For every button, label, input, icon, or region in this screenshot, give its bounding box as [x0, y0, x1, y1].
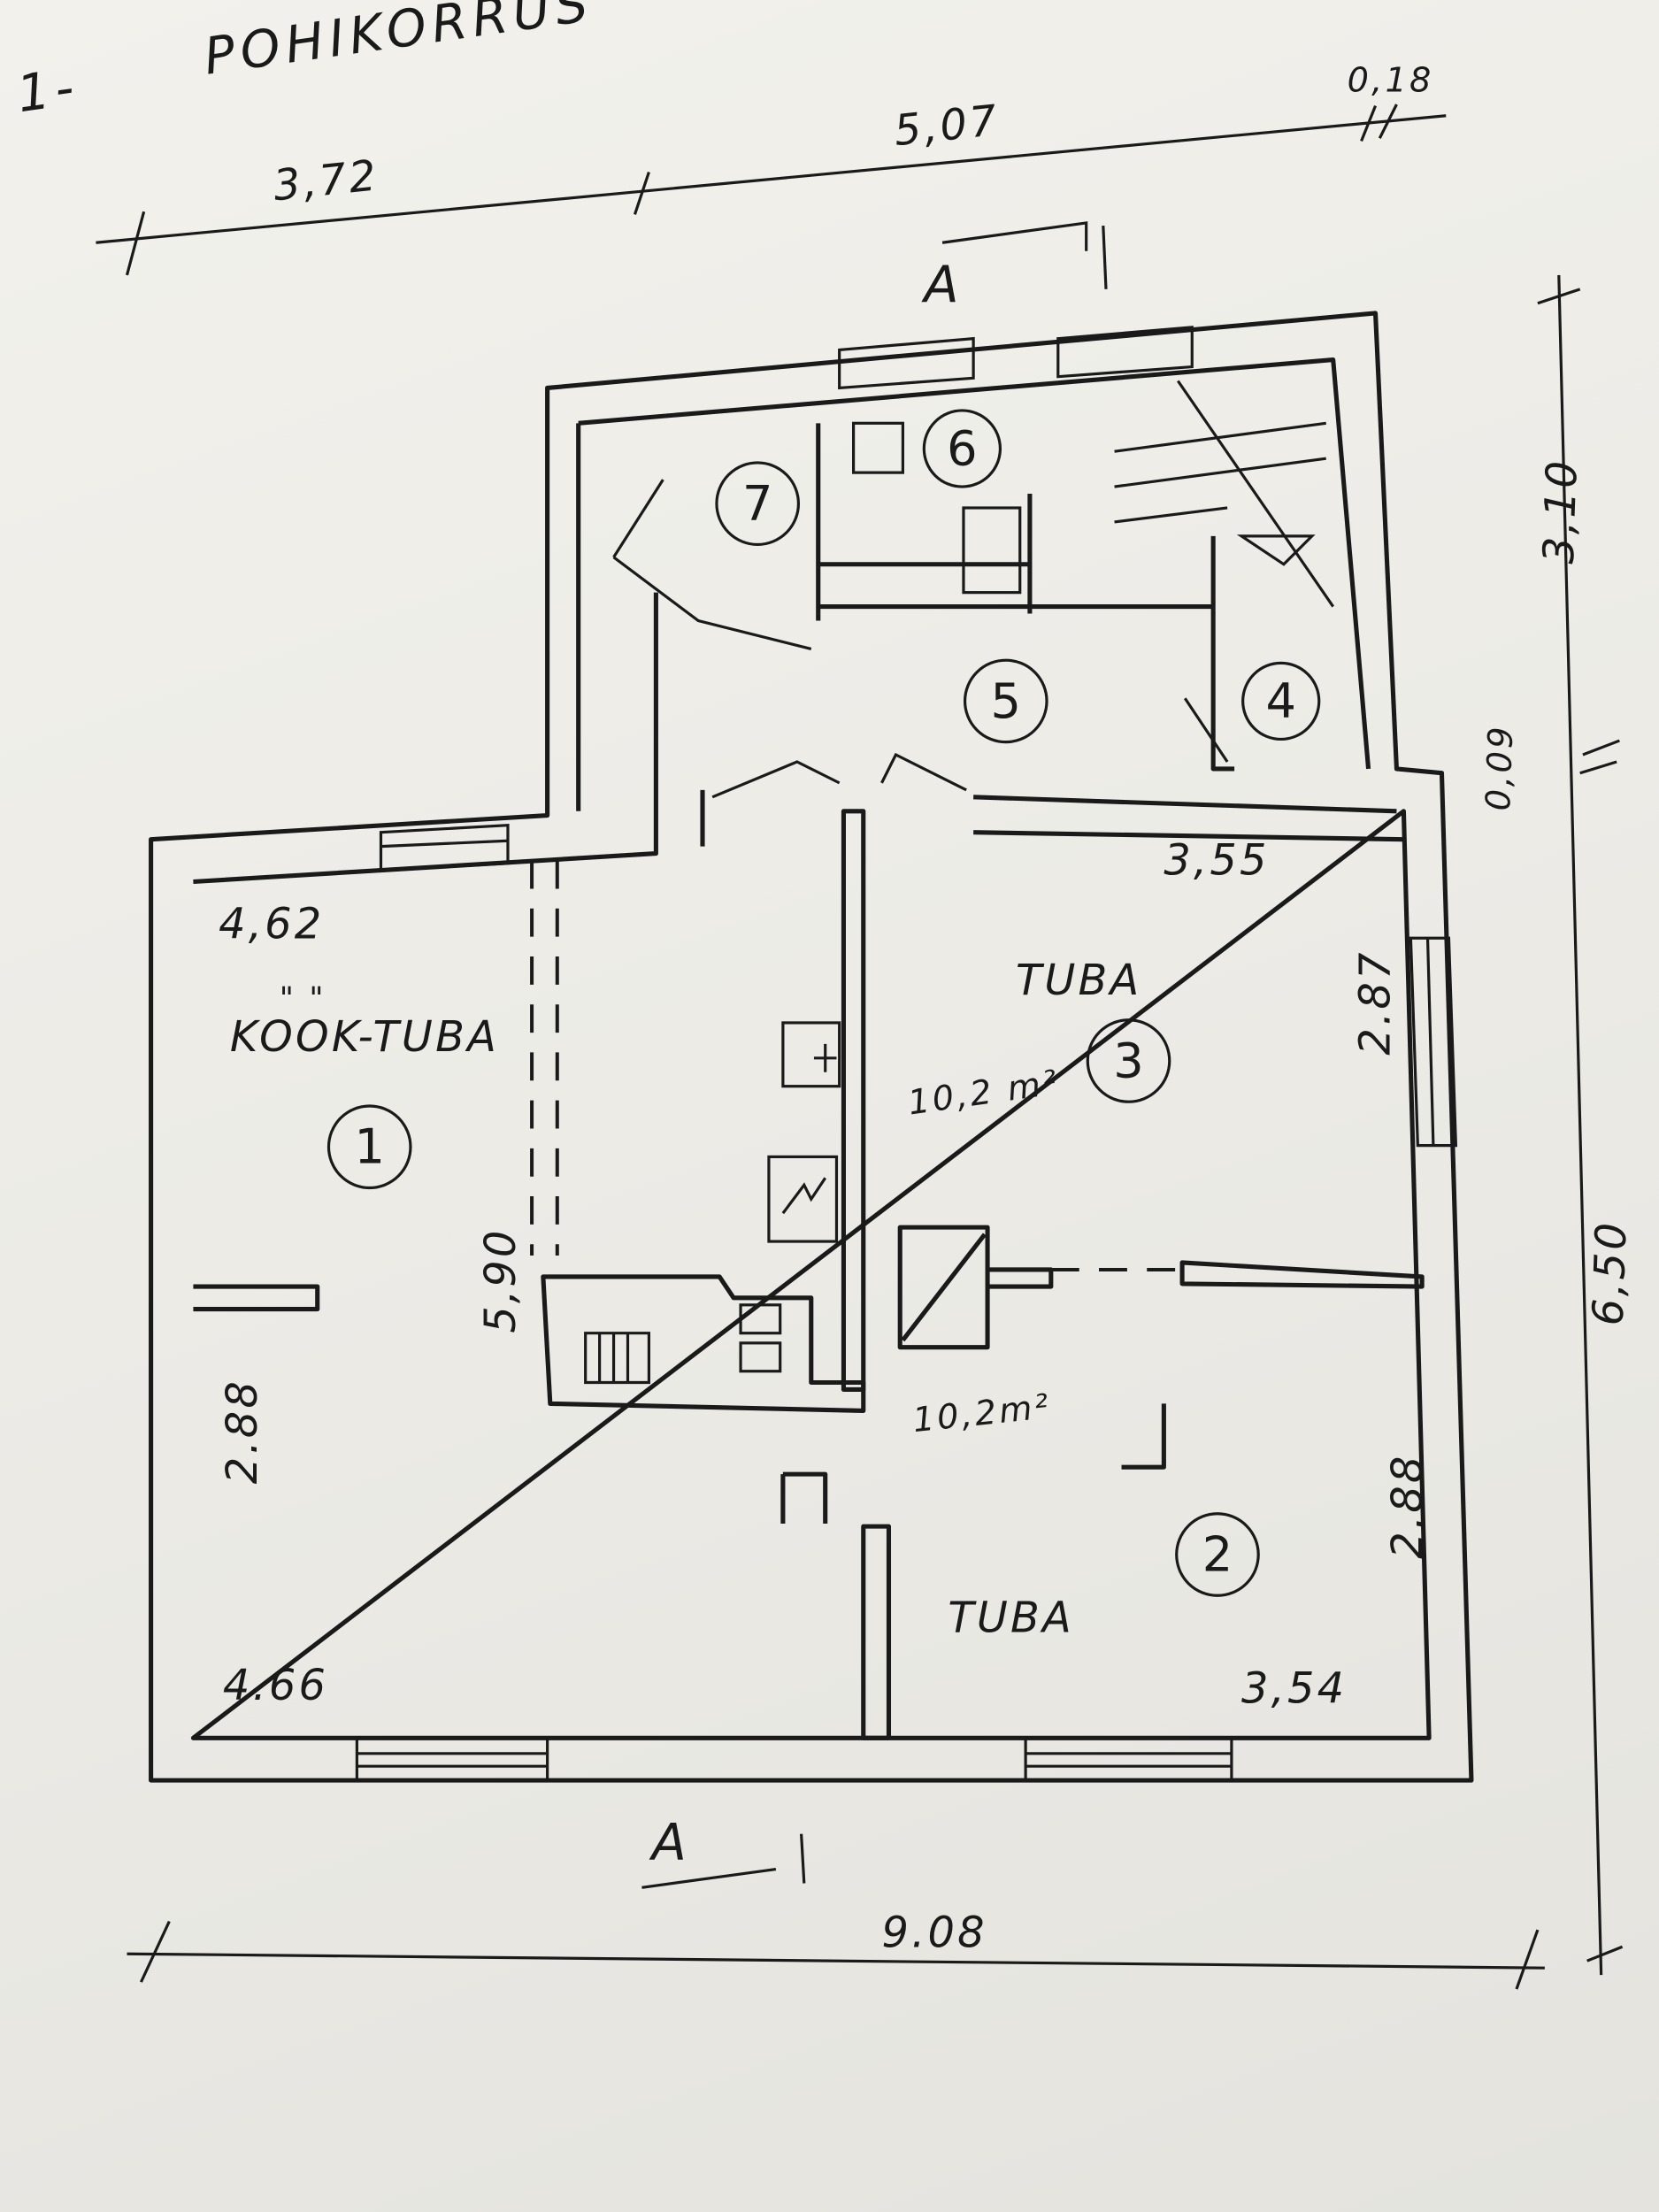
dim-right-upper: 3,10	[1535, 457, 1587, 565]
title-prefix: 1-	[13, 57, 83, 124]
svg-text:3: 3	[1113, 1033, 1143, 1088]
svg-text:1: 1	[354, 1119, 384, 1175]
bottom-dimension-line: 9.08	[127, 1909, 1545, 1990]
dim-right-total: 6,50	[1585, 1219, 1637, 1326]
svg-text:7: 7	[742, 476, 772, 532]
room-7-marker: 7	[715, 461, 801, 547]
dim-top-mid: 5,07	[892, 96, 1002, 156]
room-markers: 1 2 3 4 5 6 7	[326, 409, 1321, 1597]
section-label-bottom: A	[649, 1812, 693, 1871]
interior-walls	[193, 423, 1425, 1740]
windows	[355, 326, 1458, 1782]
svg-text:4: 4	[1265, 673, 1295, 729]
room1-side: 2.88	[219, 1379, 267, 1484]
room1-name: KOOK-TUBA	[230, 1013, 499, 1062]
dim-top-right: 0,18	[1348, 61, 1434, 101]
title-text: POHIKORRUS	[201, 0, 597, 87]
svg-text:5: 5	[991, 673, 1021, 729]
dim-top-left: 3,72	[271, 151, 380, 211]
fixtures	[584, 380, 1335, 1385]
dim-bottom-total: 9.08	[881, 1909, 987, 1957]
right-dimension-line: 3,10 0,09 6,50	[1479, 274, 1637, 1976]
room2-width: 3,54	[1241, 1664, 1347, 1713]
svg-text:6: 6	[947, 421, 977, 477]
plan-title: 1- POHIKORRUS	[13, 0, 597, 124]
svg-text:2: 2	[1202, 1527, 1233, 1583]
room1-depth: 5,90	[477, 1227, 526, 1333]
room3-name: TUBA	[1016, 956, 1142, 1005]
room-1-marker: 1	[326, 1104, 412, 1190]
sink-icon	[781, 1021, 841, 1088]
room-6-marker: 6	[922, 409, 1002, 488]
room2-name: TUBA	[948, 1594, 1074, 1643]
room3-depth: 2.87	[1351, 949, 1400, 1055]
section-mark-top: A	[920, 221, 1108, 314]
section-label-top: A	[920, 255, 964, 314]
room1-quote-mark: " "	[280, 980, 326, 1017]
stove-icon	[767, 1155, 839, 1243]
room3-width: 3,55	[1164, 837, 1269, 886]
room2-area: 10,2m²	[911, 1386, 1054, 1440]
section-mark-bottom: A	[641, 1812, 806, 1889]
room-3-marker: 3	[1086, 1018, 1171, 1103]
top-dimension-line: 3,72 5,07 0,18	[96, 61, 1447, 276]
boiler-icon	[962, 506, 1022, 595]
room3-area: 10,2 m²	[906, 1063, 1063, 1124]
room-4-marker: 4	[1241, 661, 1321, 741]
exterior-walls	[149, 311, 1474, 1783]
room1-top-width: 4,62	[219, 900, 324, 949]
room-2-marker: 2	[1175, 1512, 1260, 1597]
room-5-marker: 5	[963, 658, 1048, 744]
dim-right-gap: 0,09	[1479, 724, 1521, 811]
toilet-icon	[852, 421, 905, 474]
room2-depth: 2.88	[1384, 1454, 1432, 1559]
room1-bottom-width: 4.66	[223, 1662, 328, 1710]
